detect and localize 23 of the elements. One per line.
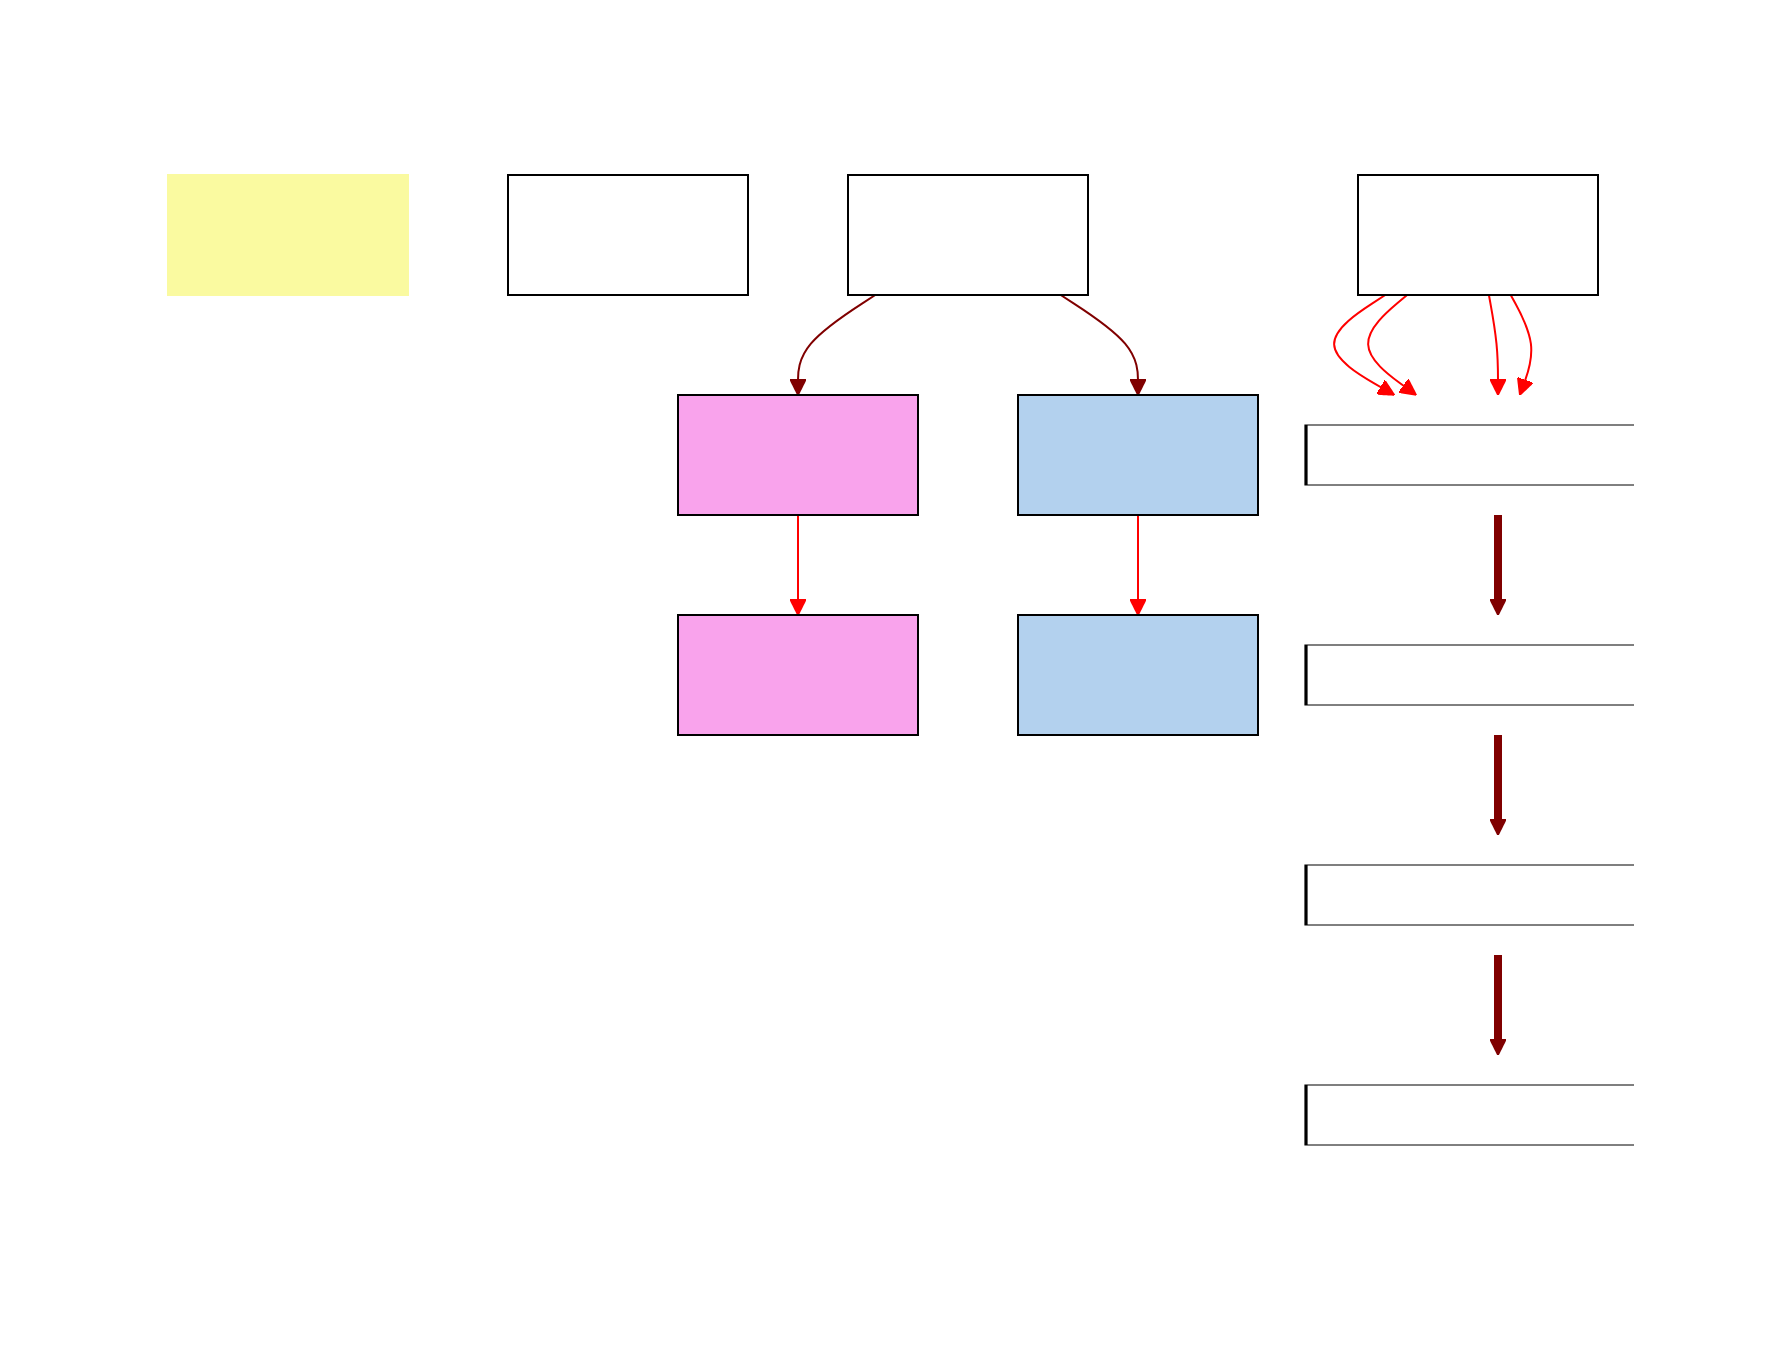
arrow: [1129, 514, 1147, 616]
node-box: [677, 614, 919, 736]
node-bar: [1305, 1084, 1634, 1146]
node-box: [1017, 614, 1259, 736]
arrow: [789, 294, 877, 396]
node-box: [507, 174, 749, 296]
arrow: [1489, 955, 1507, 1056]
arrow: [1487, 294, 1507, 396]
arrow: [789, 514, 807, 616]
node-box: [167, 174, 409, 296]
node-box: [677, 394, 919, 516]
node-bar: [1305, 864, 1634, 926]
node-bar: [1305, 424, 1634, 486]
arrow: [1489, 735, 1507, 836]
arrow: [1367, 294, 1417, 396]
arrow: [1059, 294, 1147, 396]
node-bar: [1305, 644, 1634, 706]
node-box: [1017, 394, 1259, 516]
node-box: [1357, 174, 1599, 296]
arrow: [1333, 294, 1396, 396]
node-box: [847, 174, 1089, 296]
arrow: [1489, 515, 1507, 616]
arrow: [1509, 294, 1534, 396]
